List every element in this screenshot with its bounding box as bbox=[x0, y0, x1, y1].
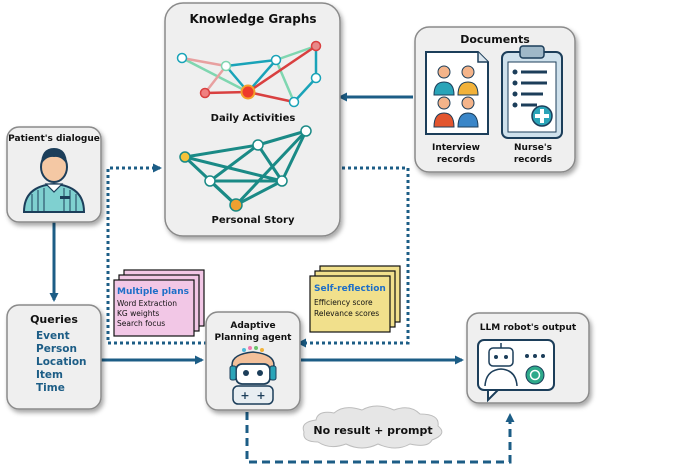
self-reflection-notes: Self-reflection Efficiency score Relevan… bbox=[309, 265, 401, 333]
plans-item: KG weights bbox=[117, 309, 159, 318]
chat-robot-icon bbox=[477, 339, 555, 403]
interview-records-line1: Interview bbox=[432, 143, 480, 153]
nurse-records-line1: Nurse's bbox=[514, 143, 552, 153]
dotted-loop-reflection bbox=[297, 166, 410, 348]
query-item: Time bbox=[36, 382, 65, 394]
svg-text:+: + bbox=[256, 389, 265, 402]
daily-activities-graph bbox=[176, 40, 322, 108]
interview-records-line2: records bbox=[437, 155, 475, 165]
reflection-item: Efficiency score bbox=[314, 298, 373, 307]
personal-story-label: Personal Story bbox=[212, 215, 295, 226]
dotted-loop-plans bbox=[106, 163, 213, 345]
knowledge-graphs-box: Knowledge Graphs Daily Activities bbox=[164, 2, 341, 237]
agent-label-line1: Adaptive bbox=[230, 321, 275, 331]
query-item: Event bbox=[36, 330, 70, 342]
personal-story-graph bbox=[179, 125, 312, 212]
query-item: Location bbox=[36, 356, 87, 368]
plans-item: Search focus bbox=[117, 319, 165, 328]
robot-agent-icon: + + bbox=[229, 346, 277, 405]
queries-title: Queries bbox=[30, 313, 78, 326]
patient-dialogue-box: Patient's dialogue bbox=[6, 126, 102, 223]
llm-output-title: LLM robot's output bbox=[480, 323, 577, 333]
interview-records-icon bbox=[425, 51, 489, 135]
daily-activities-label: Daily Activities bbox=[211, 113, 296, 124]
patient-dialogue-title: Patient's dialogue bbox=[8, 134, 100, 144]
query-item: Item bbox=[36, 369, 63, 381]
planning-agent-box: Adaptive Planning agent + + bbox=[205, 311, 301, 411]
cloud-text: No result + prompt bbox=[313, 424, 432, 437]
documents-title: Documents bbox=[460, 33, 530, 46]
clipboard-icon bbox=[501, 45, 563, 139]
llm-output-box: LLM robot's output bbox=[466, 312, 590, 404]
plans-item: Word Extraction bbox=[117, 299, 177, 308]
agent-label-line2: Planning agent bbox=[215, 333, 293, 343]
nurse-records-line2: records bbox=[514, 155, 552, 165]
svg-text:+: + bbox=[240, 389, 249, 402]
reflection-item: Relevance scores bbox=[314, 309, 379, 318]
kg-title: Knowledge Graphs bbox=[189, 12, 316, 26]
no-result-cloud: No result + prompt bbox=[302, 405, 443, 449]
documents-box: Documents Interview records bbox=[414, 26, 576, 173]
multiple-plans-notes: Multiple plans Word Extraction KG weight… bbox=[113, 269, 205, 337]
multiple-plans-title: Multiple plans bbox=[117, 287, 189, 297]
connectors bbox=[49, 92, 515, 464]
queries-box: Queries Event Person Location Item Time bbox=[6, 304, 102, 410]
self-reflection-title: Self-reflection bbox=[314, 284, 386, 294]
patient-avatar-icon bbox=[22, 148, 86, 213]
query-item: Person bbox=[36, 343, 77, 355]
